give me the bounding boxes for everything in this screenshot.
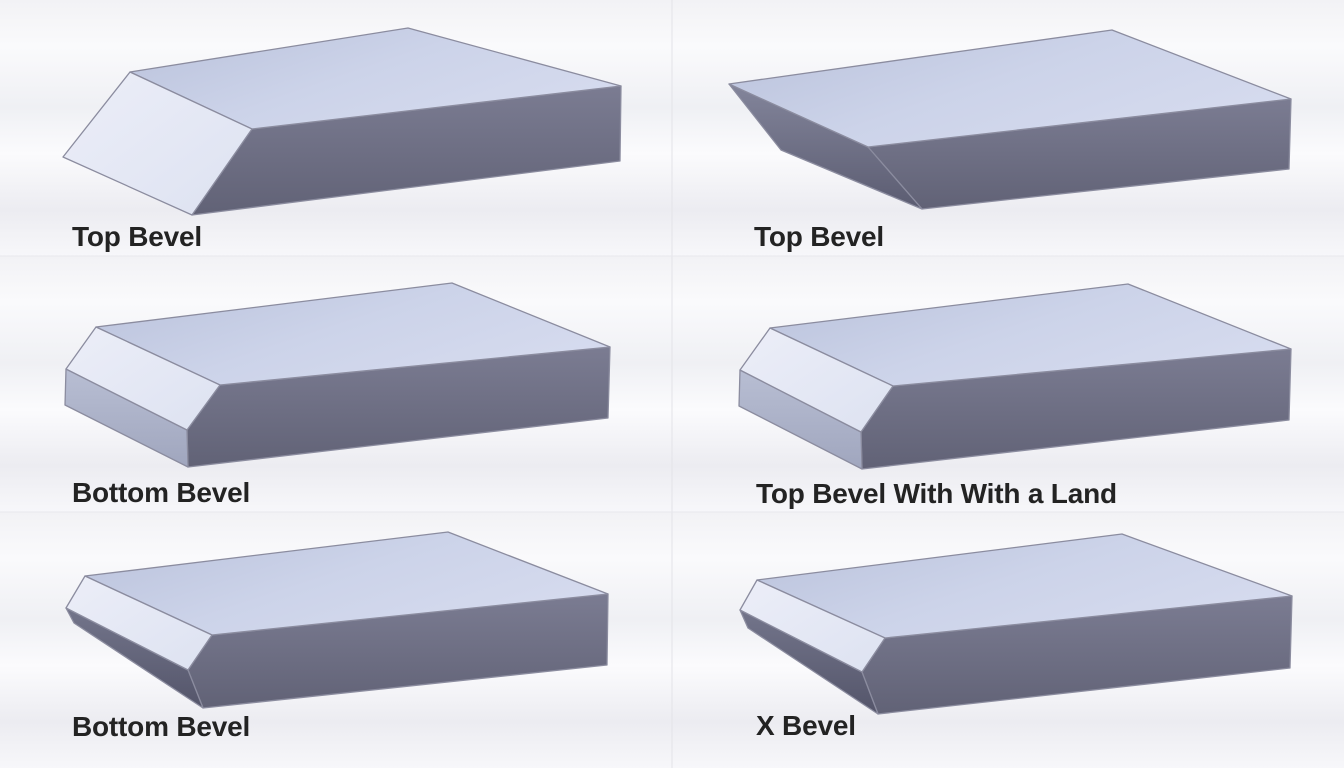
block-bottom-bevel-2 xyxy=(65,531,609,709)
label-top-bevel-2: Top Bevel xyxy=(754,221,884,252)
label-bottom-bevel-1: Bottom Bevel xyxy=(72,477,251,508)
block-bottom-bevel-1 xyxy=(64,282,611,468)
label-x-bevel: X Bevel xyxy=(756,710,856,741)
block-x-bevel xyxy=(739,533,1293,715)
block-top-bevel-1 xyxy=(62,27,622,216)
label-bottom-bevel-2: Bottom Bevel xyxy=(72,711,251,742)
label-top-bevel-with-land: Top Bevel With With a Land xyxy=(756,478,1117,509)
block-top-bevel-with-land xyxy=(738,283,1292,470)
block-top-bevel-2 xyxy=(728,29,1292,210)
label-top-bevel-1: Top Bevel xyxy=(72,221,202,252)
